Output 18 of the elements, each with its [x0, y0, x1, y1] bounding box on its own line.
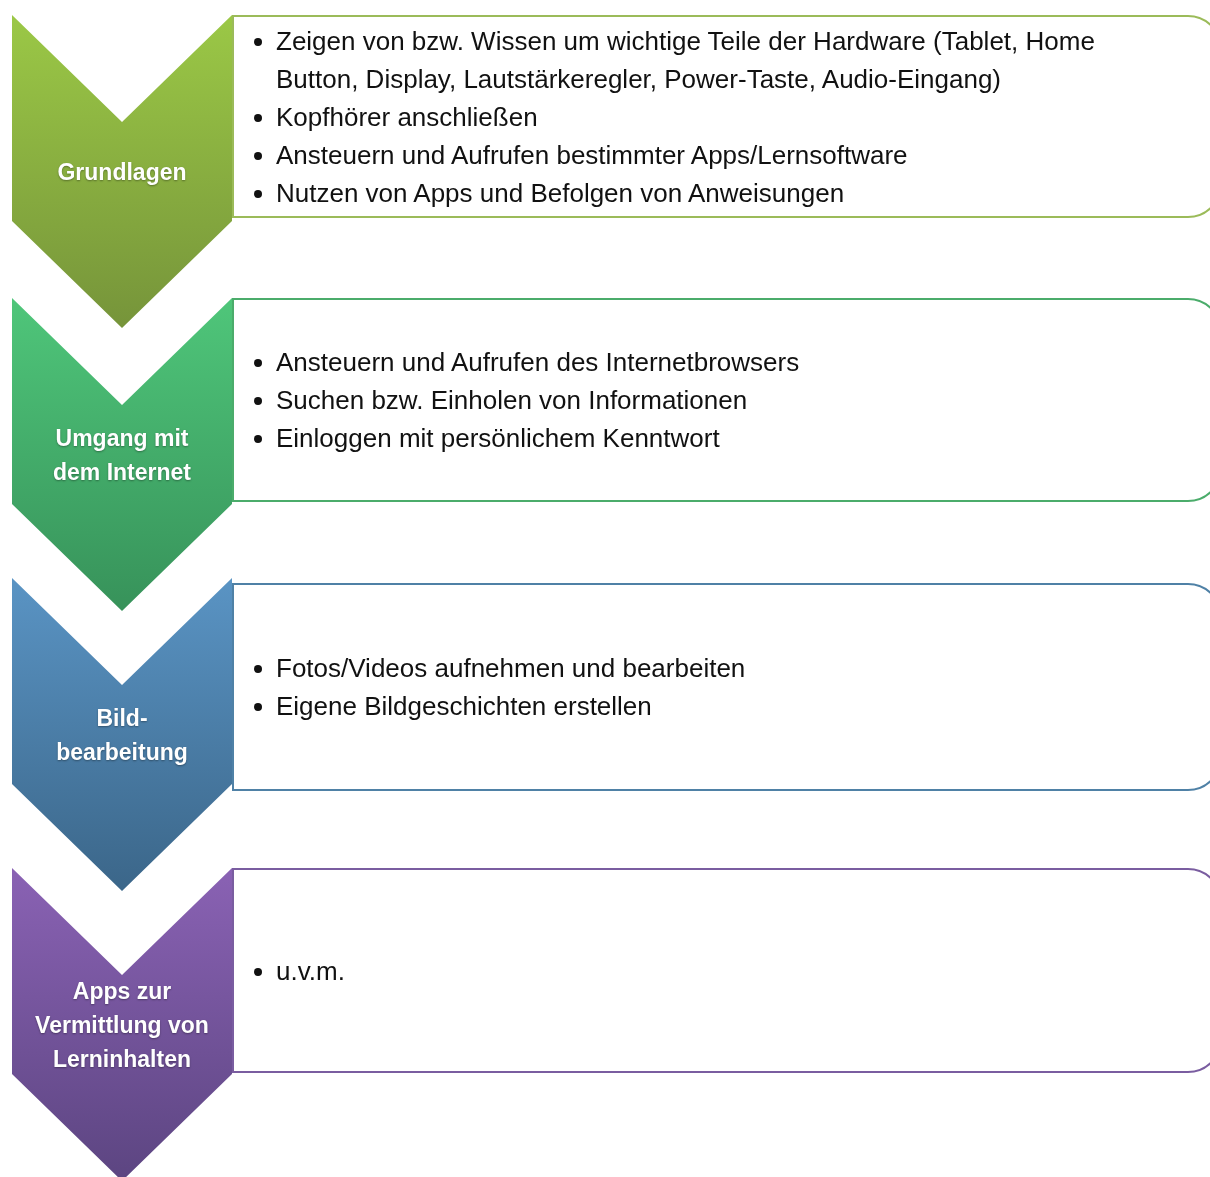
bullet-text: Fotos/Videos aufnehmen und bearbeiten [276, 652, 746, 685]
bullet-list-box [232, 868, 1210, 1073]
bullet-text: Zeigen von bzw. Wissen um wichtige Teile der Hardware (Tablet, Home Button, Display, Lautstärkeregler, Power-Taste, Audio-Eingang) [276, 24, 1096, 96]
bullet-text: Suchen bzw. Einholen von Informationen [276, 384, 748, 417]
bullet-text: Ansteuern und Aufrufen bestimmter Apps/Lernsoftware [276, 138, 908, 172]
bullet-text: u.v.m. [276, 954, 345, 988]
bullet-list-box [232, 15, 1210, 218]
stage-title: Bild- bearbeitung [55, 704, 189, 767]
bullet-text: Einloggen mit persönlichem Kenntwort [276, 422, 720, 455]
bullet-text: Eigene Bildgeschichten erstellen [276, 690, 652, 723]
bullet-text: Nutzen von Apps und Befolgen von Anweisungen [276, 176, 845, 210]
bullet-text: Ansteuern und Aufrufen des Internetbrowsers [276, 346, 800, 379]
bullet-list-box [232, 298, 1210, 502]
stage-title: Apps zur Vermittlung von Lerninhalten [34, 977, 210, 1074]
stage-title: Umgang mit dem Internet [52, 424, 192, 487]
stage-title: Grundlagen [57, 158, 187, 187]
bullet-text: Kopfhörer anschließen [276, 100, 538, 134]
bullet-list-box [232, 583, 1210, 791]
